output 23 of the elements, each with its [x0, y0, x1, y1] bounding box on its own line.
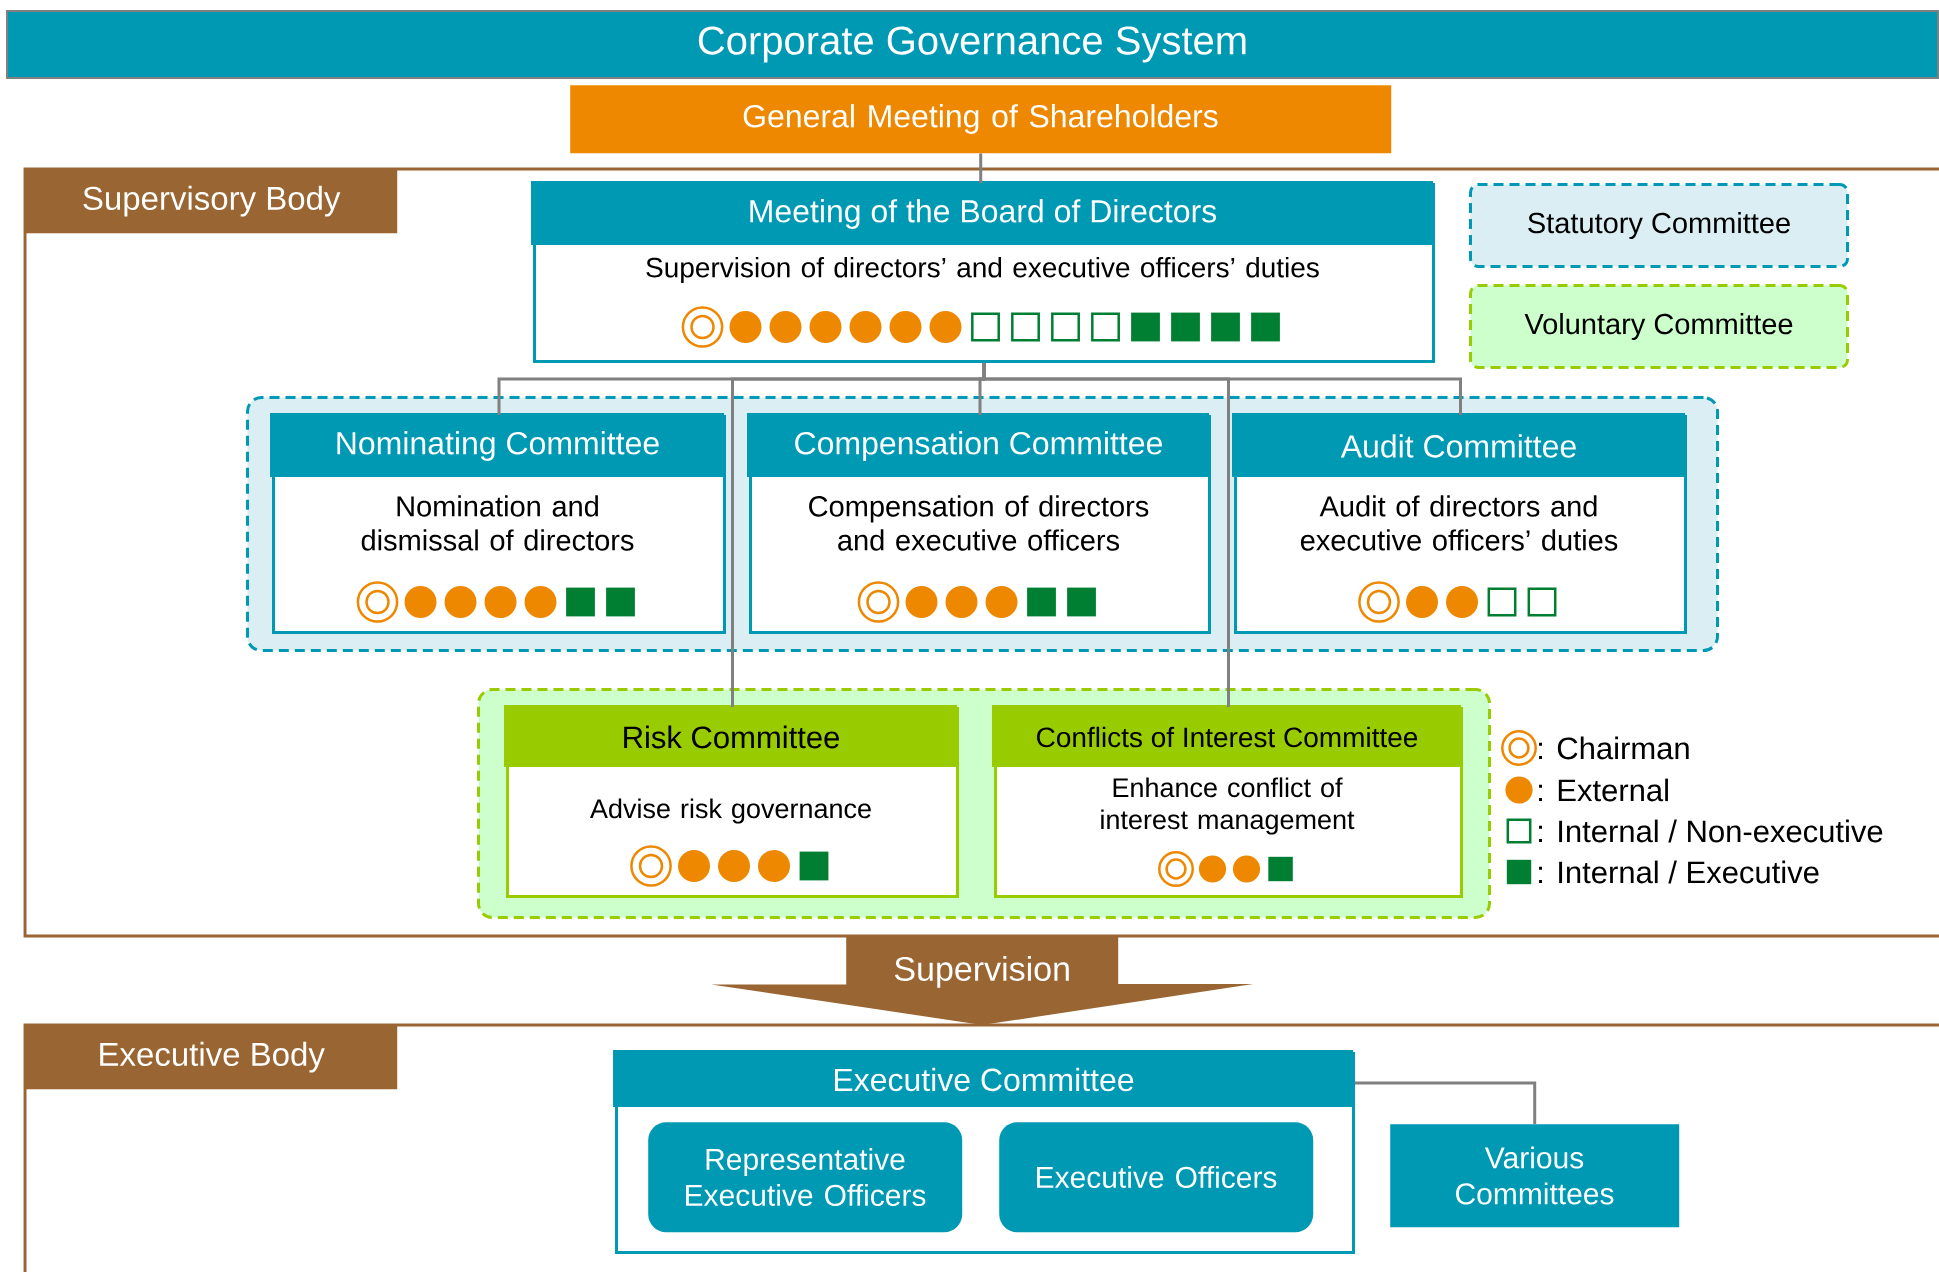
- legend-box: Voluntary Committee: [1469, 284, 1849, 369]
- legend-label: : Internal / Executive: [1539, 860, 1819, 884]
- process-box: Various Committees: [1390, 1124, 1680, 1228]
- committee-box: Conflicts of Interest Committee Enhance conflict of interest management: [992, 705, 1463, 898]
- edge-label: Supervision: [890, 953, 1075, 991]
- legend-label: : Internal / Non-executive: [1539, 819, 1883, 843]
- legend-label: : Chairman: [1539, 736, 1689, 760]
- rounded-box: Executive Officers: [999, 1122, 1314, 1233]
- committee-box: Meeting of the Board of Directors Supervision of directors’ and executive officers’ duties: [531, 181, 1435, 363]
- legend-label: : External: [1539, 778, 1668, 802]
- connector-line: [982, 363, 1230, 707]
- legend-box: Statutory Committee: [1469, 183, 1849, 268]
- committee-box: Risk Committee Advise risk governance: [504, 705, 959, 898]
- rounded-box: Representative Executive Officers: [648, 1122, 963, 1233]
- title-band: Corporate Governance System: [6, 10, 1939, 79]
- committee-box: Nominating Committee Nomination and dismissal of directors: [270, 413, 726, 634]
- section-tab: Executive Body: [25, 1025, 398, 1090]
- section-tab: Supervisory Body: [25, 169, 398, 234]
- committee-box: Compensation Committee Compensation of directors and executive officers: [747, 413, 1211, 634]
- connector-line: [1355, 1081, 1537, 1124]
- committee-box: Audit Committee Audit of directors and executive officers’ duties: [1232, 413, 1687, 634]
- process-box: General Meeting of Shareholders: [570, 85, 1392, 154]
- connector-line: [979, 153, 983, 183]
